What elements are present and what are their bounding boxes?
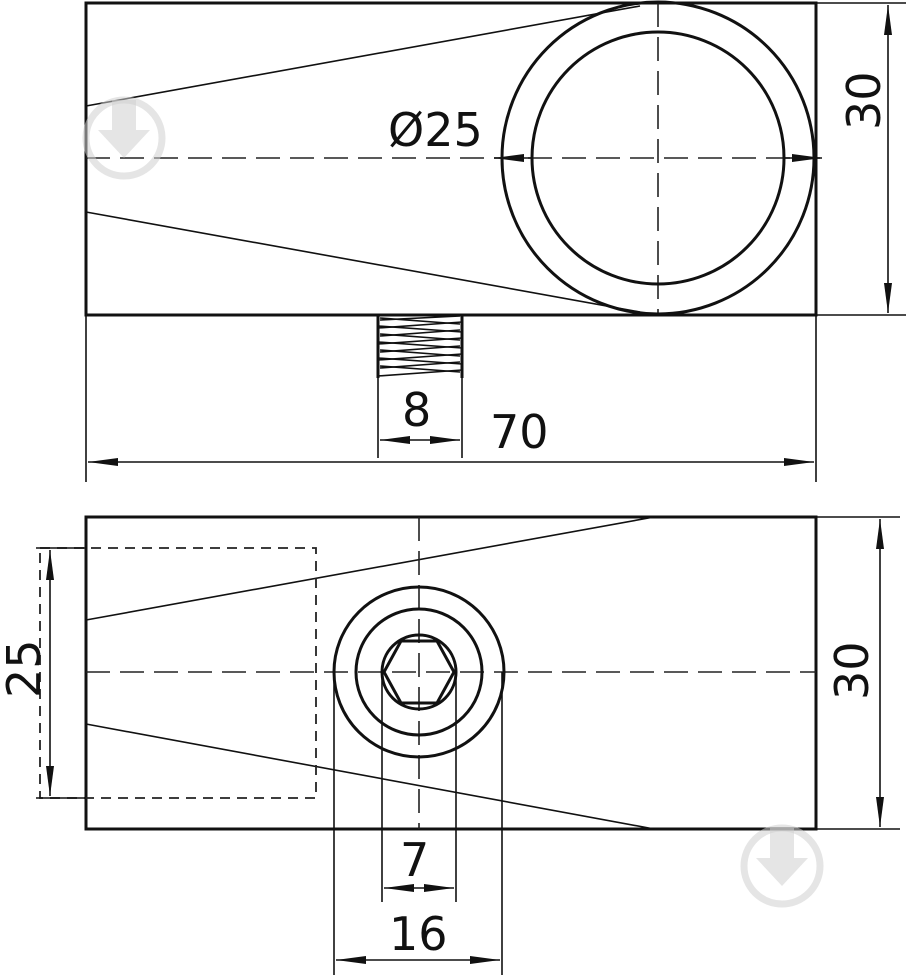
top-taper-line-upper — [85, 5, 641, 107]
dim-bottom-height-label: 30 — [825, 641, 879, 700]
top-taper-line-lower — [85, 211, 641, 313]
collar-inner-circle — [354, 607, 484, 737]
dim-bore-label: 25 — [0, 639, 51, 698]
dim-length-label: 70 — [490, 405, 549, 459]
dim-thread-label: 8 — [402, 383, 431, 437]
bottom-view: 25 30 7 16 — [0, 515, 900, 975]
dim-collar-label: 16 — [389, 907, 448, 961]
top-view-outline — [84, 1, 818, 317]
dim-diameter-label: Ø25 — [388, 103, 483, 157]
thread-stud — [376, 315, 464, 378]
hidden-bore-outline — [39, 547, 317, 799]
hex-socket-icon — [382, 639, 456, 705]
download-arrow-icon — [740, 824, 824, 908]
dim-top-height-label: 30 — [837, 71, 891, 130]
bottom-taper-line-lower — [85, 723, 655, 830]
top-view: Ø25 30 8 70 — [84, 0, 906, 482]
dim-hex-label: 7 — [400, 833, 429, 887]
bottom-taper-line-upper — [85, 516, 655, 621]
download-arrow-icon — [82, 96, 166, 180]
bottom-view-outline — [84, 515, 818, 831]
